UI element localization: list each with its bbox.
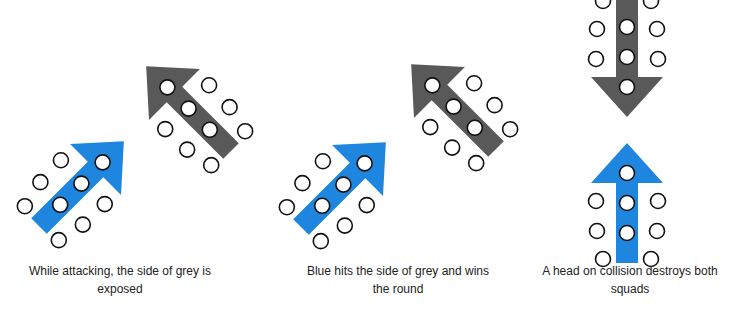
caption-text: Blue hits the side of grey and wins the … — [303, 262, 493, 298]
grey-squad — [589, 0, 666, 117]
blue-squad — [271, 115, 413, 257]
blue-squad — [589, 143, 666, 267]
caption-text: A head on collision destroys both squads — [530, 262, 730, 298]
grey-squad — [119, 39, 261, 181]
grey-squad — [384, 37, 526, 179]
caption-text: While attacking, the side of grey is exp… — [25, 262, 215, 298]
blue-squad — [9, 114, 151, 256]
